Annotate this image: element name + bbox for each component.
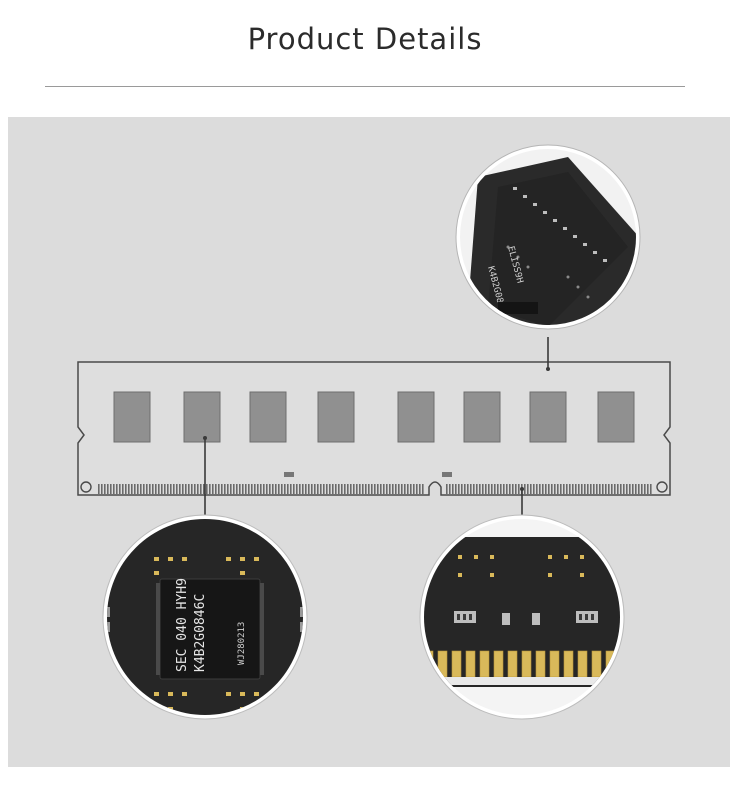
mounting-hole <box>656 481 668 493</box>
zoom-gold-contacts <box>419 514 625 720</box>
memory-chip <box>183 391 221 443</box>
smd-component <box>442 472 452 477</box>
ram-diagram: ELISS9H K4B2G08 <box>77 144 671 720</box>
zoom-memory-chip: SEC 040 HYH9 K4B2G0846C WJ280213 <box>102 514 308 720</box>
memory-chip <box>397 391 435 443</box>
mounting-hole <box>80 481 92 493</box>
memory-chip <box>249 391 287 443</box>
contact-pins-right <box>446 484 652 494</box>
chip-marking: WJ280213 <box>237 622 247 665</box>
memory-chip <box>317 391 355 443</box>
title-divider <box>45 86 685 87</box>
memory-chip <box>113 391 151 443</box>
chip-marking: SEC 040 HYH9 <box>175 578 190 672</box>
smd-component <box>284 472 294 477</box>
memory-chip <box>463 391 501 443</box>
memory-chip-row <box>113 391 635 443</box>
page-title: Product Details <box>247 22 483 56</box>
contact-pins-left <box>98 484 424 494</box>
chip-marking: K4B2G0846C <box>193 594 208 672</box>
memory-chip <box>529 391 567 443</box>
memory-chip <box>597 391 635 443</box>
zoom-board-edge: ELISS9H K4B2G08 <box>455 144 641 330</box>
ram-module-outline <box>77 361 671 496</box>
product-illustration-panel: ELISS9H K4B2G08 <box>8 117 730 767</box>
